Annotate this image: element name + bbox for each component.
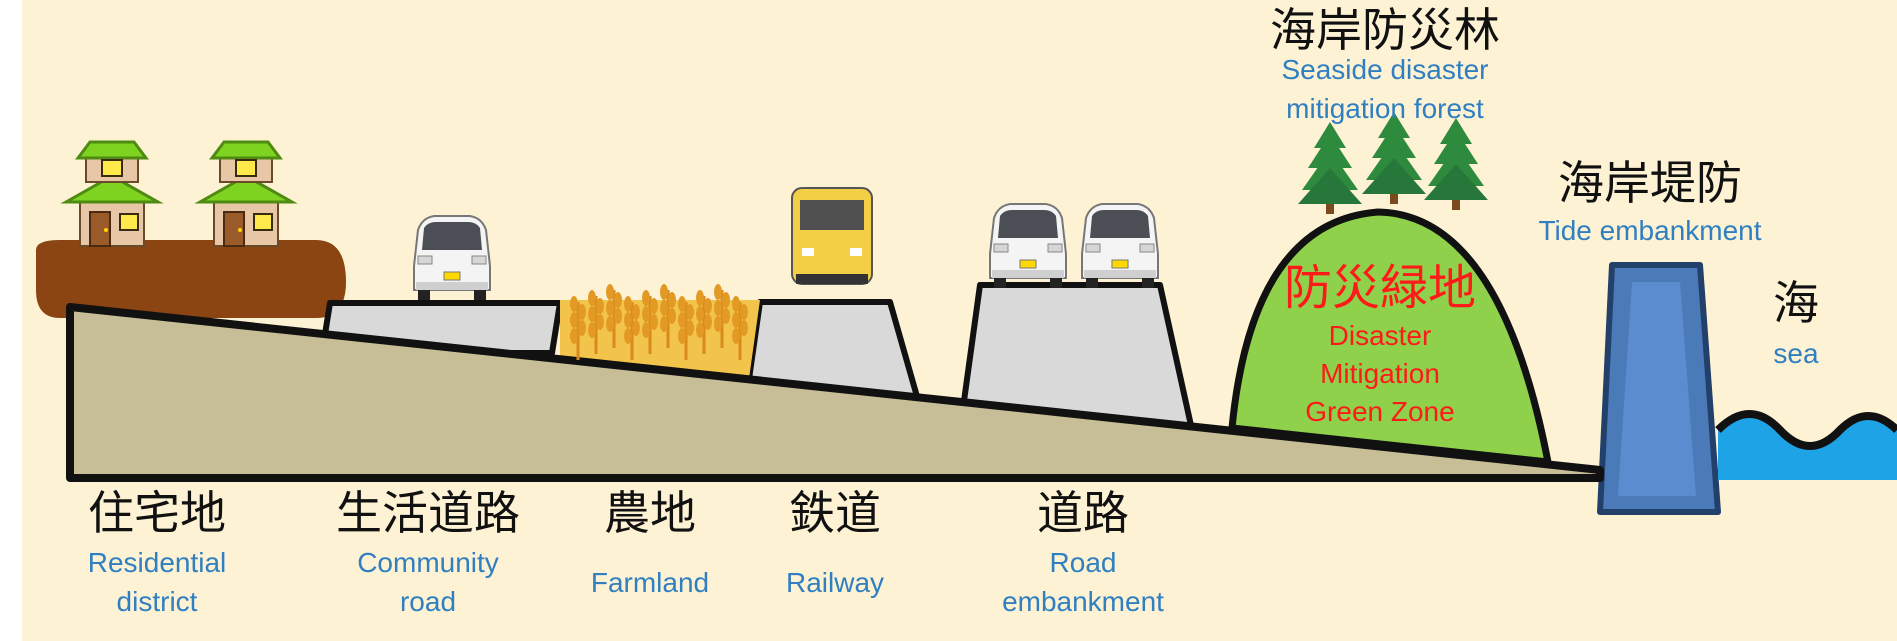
train-bumper	[796, 274, 868, 284]
tide-embankment-label-jp: 海岸堤防	[1558, 156, 1742, 210]
sea-wave-line	[1715, 410, 1897, 450]
forest-label-jp: 海岸防災林	[1270, 3, 1500, 57]
farmland-label-jp: 農地	[604, 486, 696, 540]
sea-label-en: sea	[1773, 338, 1819, 369]
green-zone-label-en-line3: Green Zone	[1305, 396, 1455, 427]
tide-embankment-label-en: Tide embankment	[1538, 215, 1762, 246]
community-road-label-jp: 生活道路	[336, 486, 520, 540]
road-embankment-label-en-line2: embankment	[1002, 586, 1164, 617]
community-road-label-en-line2: road	[399, 586, 457, 617]
forest-label-en-line1: Seaside disaster	[1281, 54, 1489, 85]
railway-label-jp: 鉄道	[789, 486, 881, 540]
residential-label-en-line2: district	[116, 586, 198, 617]
road-van-1	[989, 203, 1067, 289]
green-zone-label-en-line2: Mitigation	[1320, 358, 1440, 389]
train-headlight-right	[850, 248, 862, 256]
road-embankment-label-jp: 道路	[1037, 486, 1129, 540]
residential-label-jp: 住宅地	[88, 486, 226, 540]
house-1	[64, 140, 160, 248]
community-road-van	[413, 215, 491, 301]
ground-slope	[66, 303, 1604, 482]
green-zone-label-en-line1: Disaster	[1328, 320, 1432, 351]
sea-label-jp: 海	[1773, 276, 1819, 330]
soil-mound	[36, 240, 346, 318]
railway-train	[791, 187, 873, 285]
train-window	[800, 200, 864, 230]
house-2	[198, 140, 294, 248]
farmland-label-en: Farmland	[590, 567, 710, 598]
forest-label-en-line2: mitigation forest	[1286, 93, 1484, 124]
green-zone-label-jp: 防災緑地	[1283, 260, 1476, 316]
road-embankment-label-en-line1: Road	[1049, 547, 1117, 578]
community-road-label-en-line1: Community	[357, 547, 499, 578]
tide-embankment-face	[1618, 282, 1696, 496]
road-van-2	[1081, 203, 1159, 289]
residential-label-en-line1: Residential	[87, 547, 227, 578]
railway-label-en: Railway	[785, 567, 885, 598]
green-zone-hill	[1228, 208, 1552, 466]
train-headlight-left	[802, 248, 814, 256]
